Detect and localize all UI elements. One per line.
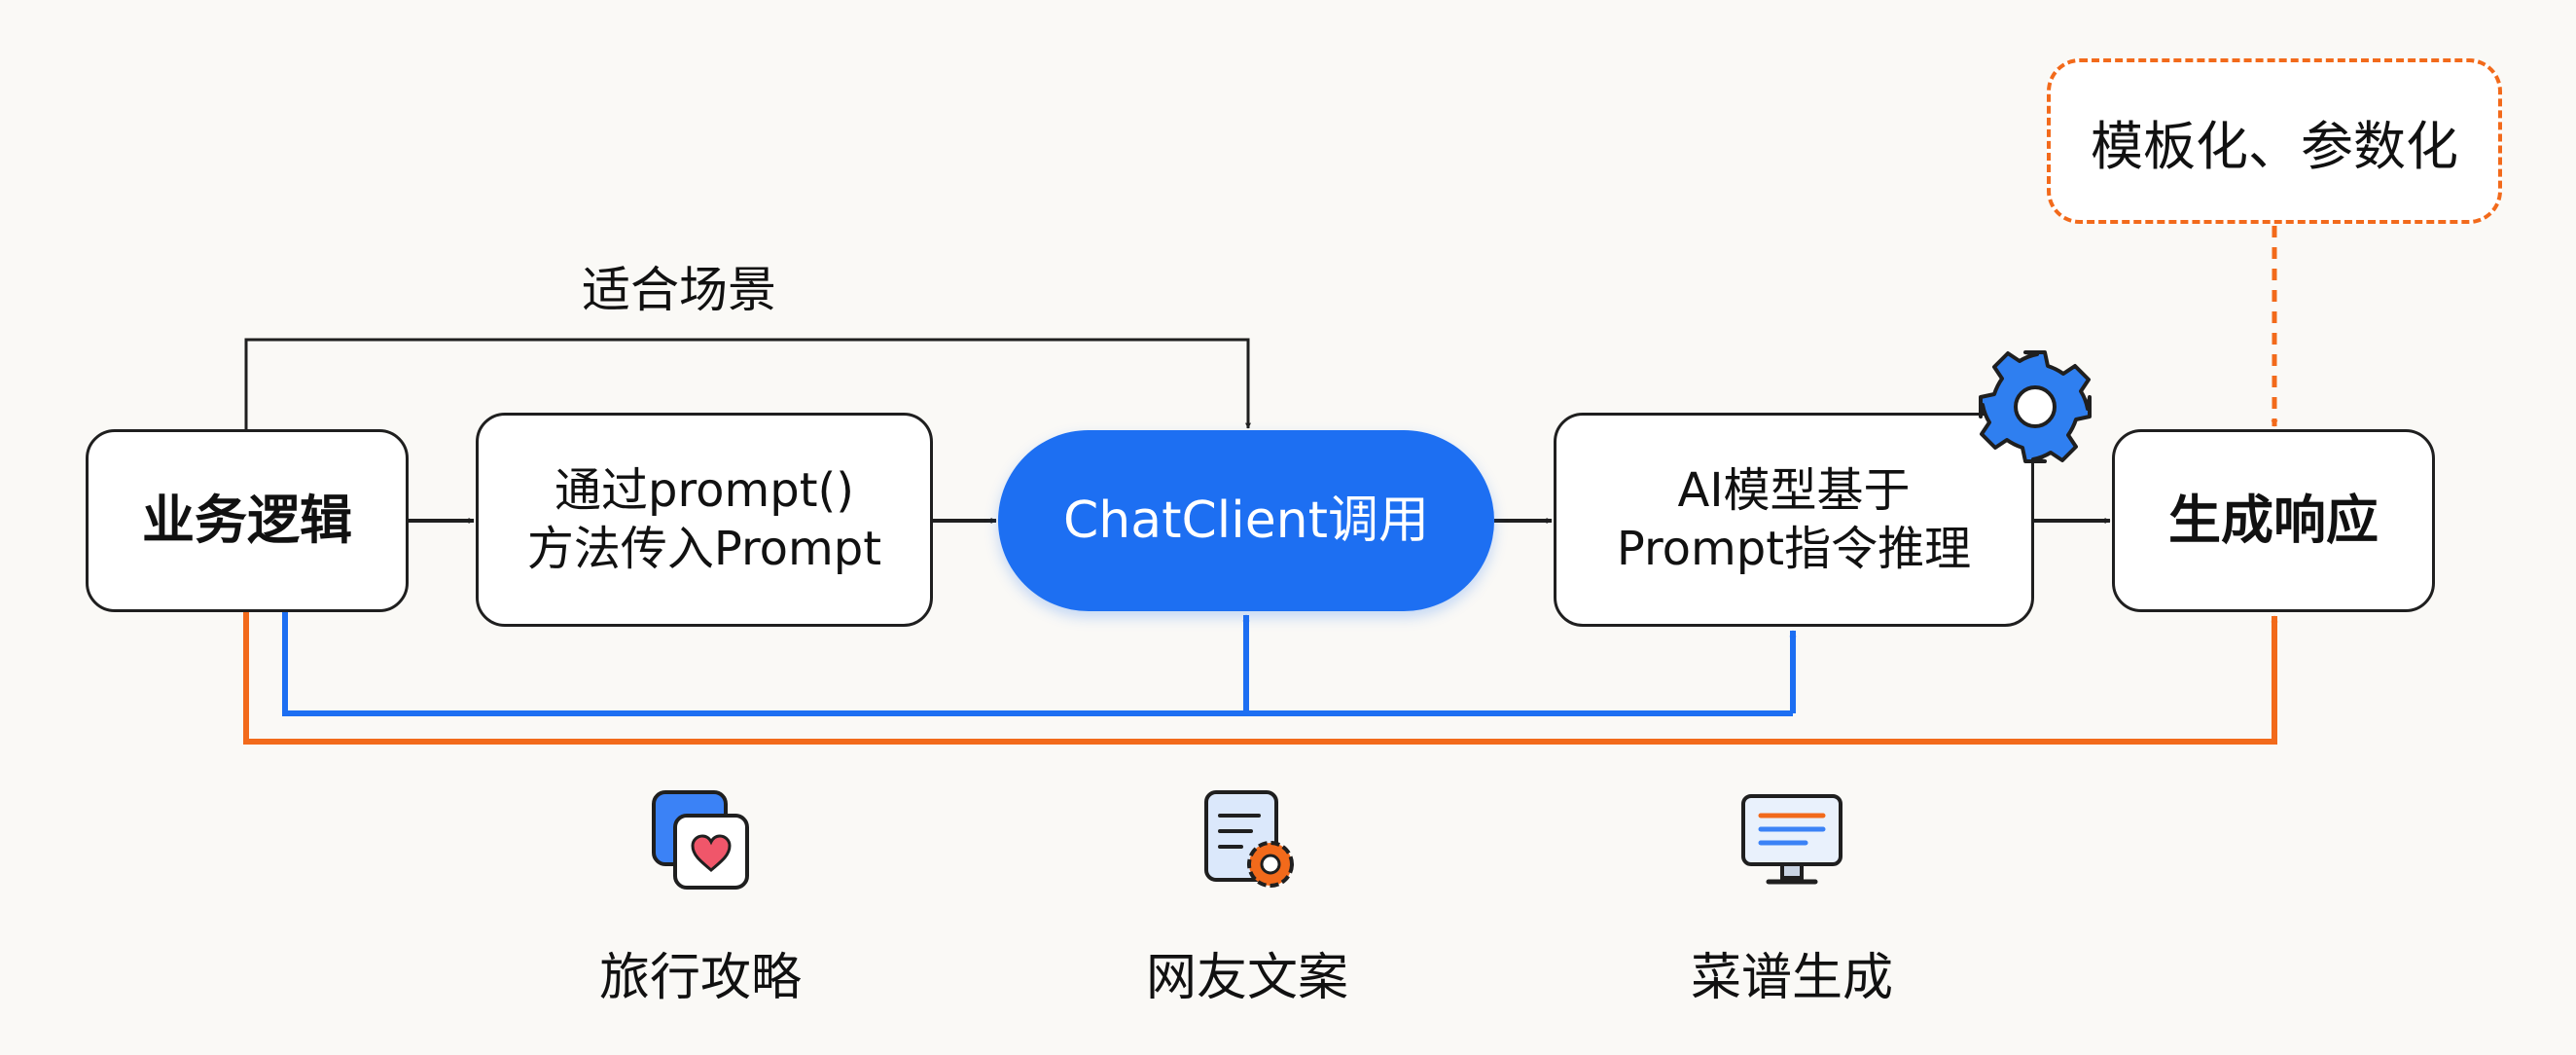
template-note: 模板化、参数化: [2047, 58, 2502, 224]
use-case-copywriting-label: 网友文案: [1145, 949, 1348, 1007]
node-ai-model: AI模型基于 Prompt指令推理: [1554, 413, 2034, 627]
top-bypass-label: 适合场景: [582, 262, 776, 318]
node-response-label: 生成响应: [2168, 490, 2379, 552]
node-chat-client-label: ChatClient调用: [1062, 491, 1430, 550]
blue-line-main: [282, 612, 1793, 716]
use-case-travel: 旅行攻略: [545, 786, 856, 1009]
monitor-icon: [1741, 794, 1843, 885]
node-ai-model-line-1: AI模型基于: [1677, 463, 1911, 518]
use-case-recipe-label: 菜谱生成: [1690, 949, 1893, 1007]
document-gear-icon: [1204, 790, 1294, 888]
node-business-logic-label: 业务逻辑: [142, 490, 352, 552]
node-business-logic: 业务逻辑: [86, 429, 409, 612]
photo-heart-icon: [652, 790, 749, 890]
gear-icon: [1979, 350, 2092, 463]
arrow-top-bypass: [244, 338, 1251, 429]
template-note-label: 模板化、参数化: [2091, 115, 2458, 177]
orange-arrow-to-response: [243, 612, 2278, 745]
use-case-travel-label: 旅行攻略: [598, 949, 802, 1007]
node-prompt-method-line-2: 方法传入Prompt: [526, 522, 882, 576]
node-prompt-method: 通过prompt() 方法传入Prompt: [476, 413, 933, 627]
node-chat-client: ChatClient调用: [998, 430, 1494, 611]
node-ai-model-line-2: Prompt指令推理: [1616, 522, 1972, 576]
use-case-copywriting: 网友文案: [1091, 786, 1403, 1009]
node-prompt-method-line-1: 通过prompt(): [554, 463, 855, 518]
use-case-recipe: 菜谱生成: [1636, 786, 1948, 1009]
node-response: 生成响应: [2112, 429, 2435, 612]
